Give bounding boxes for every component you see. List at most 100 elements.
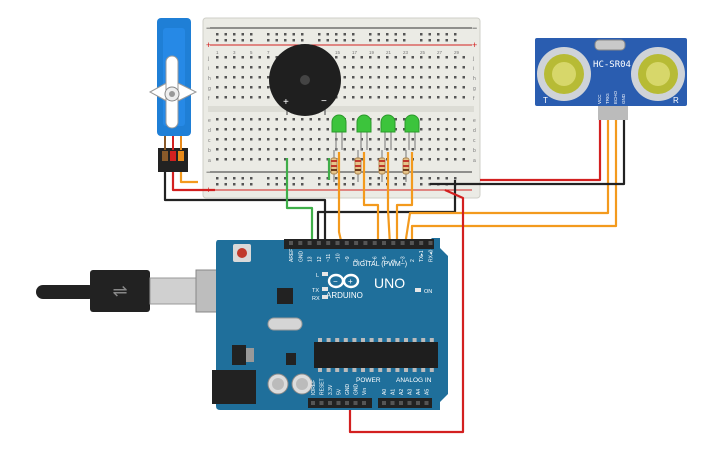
row-letter: d	[208, 128, 211, 134]
digital-pin-label: GND	[298, 251, 304, 263]
analog-pin-label: A3	[408, 389, 414, 395]
digital-pin-label: ~3	[401, 256, 407, 262]
row-letter: g	[473, 86, 476, 92]
header-pin[interactable]	[345, 401, 349, 405]
reset-button[interactable]	[237, 248, 247, 258]
voltage-regulator	[232, 345, 246, 365]
row-letter: e	[473, 118, 476, 124]
green-led	[380, 114, 396, 133]
wire-5v	[348, 188, 465, 434]
sensor-right-mark: R	[673, 96, 679, 105]
column-number: 3	[233, 50, 236, 55]
header-pin[interactable]	[372, 241, 377, 245]
column-number: 7	[267, 50, 270, 55]
row-letter: j	[472, 56, 474, 62]
row-letter: e	[208, 118, 211, 124]
header-pin[interactable]	[428, 241, 433, 245]
arduino-model: UNO	[374, 275, 405, 291]
wire-servo-signal	[179, 172, 198, 184]
digital-pin-label: AREF	[289, 249, 295, 262]
row-letter: a	[208, 158, 211, 164]
header-pin[interactable]	[335, 241, 340, 245]
dc-power-jack	[212, 370, 256, 404]
header-pin[interactable]	[424, 401, 429, 405]
row-letter: f	[208, 96, 210, 102]
header-pin[interactable]	[328, 401, 332, 405]
digital-header-label: DIGITAL (PWM~)	[353, 261, 407, 268]
header-pin[interactable]	[307, 241, 312, 245]
wire-servo-gnd	[163, 172, 327, 245]
usb-icon: ⇌	[112, 281, 127, 301]
svg-text:−: −	[472, 23, 477, 33]
row-letter: b	[208, 148, 211, 154]
header-pin[interactable]	[354, 241, 359, 245]
svg-text:−: −	[206, 23, 211, 33]
sensor-model: HC-SR04	[593, 60, 631, 70]
atmega-chip	[314, 342, 438, 368]
header-pin[interactable]	[407, 401, 412, 405]
servo-motor	[148, 18, 198, 172]
header-pin[interactable]	[319, 401, 324, 405]
row-letter: i	[208, 66, 209, 72]
led-on	[415, 288, 421, 292]
header-pin[interactable]	[390, 401, 395, 405]
sensor-pin-label: VCC	[597, 94, 602, 104]
sensor-pin-label: ECHO	[613, 90, 618, 104]
header-pin[interactable]	[416, 401, 420, 405]
wires	[163, 120, 626, 434]
header-pin[interactable]	[336, 401, 341, 405]
header-pin[interactable]	[391, 241, 396, 245]
header-pin[interactable]	[344, 241, 349, 245]
column-number: 23	[403, 50, 409, 55]
column-number: 25	[420, 50, 426, 55]
digital-pin-label: RX◂0	[429, 250, 435, 262]
led-tx-label: TX	[312, 288, 319, 294]
led-l	[322, 272, 328, 276]
header-pin[interactable]	[419, 241, 424, 245]
header-pin[interactable]	[409, 241, 414, 245]
wire-sensor-trig	[403, 120, 610, 246]
breadboard: − + − + − + jjiihhggffeeddccbbaa13579111…	[202, 17, 481, 199]
row-letter: b	[473, 148, 476, 154]
breadboard-holes	[216, 33, 465, 186]
crystal	[267, 317, 303, 331]
header-pin[interactable]	[363, 241, 368, 245]
digital-pin-label: TX▸1	[419, 250, 425, 262]
wire-sensor-vcc	[480, 120, 602, 182]
header-pin[interactable]	[326, 241, 331, 245]
power-pin-label: GND	[354, 384, 360, 396]
digital-pin-label: 7	[363, 259, 369, 262]
header-pin[interactable]	[400, 241, 405, 245]
row-letter: a	[473, 158, 476, 164]
resistor	[378, 150, 386, 182]
row-letter: c	[473, 138, 476, 144]
svg-text:+: +	[206, 40, 211, 50]
column-number: 19	[369, 50, 375, 55]
header-pin[interactable]	[382, 241, 386, 245]
analog-header-label: ANALOG IN	[396, 377, 432, 384]
resistor-group	[330, 150, 410, 182]
svg-text:+: +	[348, 277, 353, 286]
header-pin[interactable]	[289, 241, 293, 245]
arduino-brand: ARDUINO	[326, 291, 363, 300]
row-letter: g	[208, 86, 211, 92]
column-number: 5	[250, 50, 253, 55]
led-l-label: L	[316, 273, 319, 279]
header-pin[interactable]	[353, 401, 358, 405]
column-number: 1	[216, 50, 219, 55]
header-pin[interactable]	[298, 241, 303, 245]
header-pin[interactable]	[382, 401, 386, 405]
header-pin[interactable]	[311, 401, 315, 405]
header-pin[interactable]	[316, 241, 321, 245]
svg-text:+: +	[472, 40, 477, 50]
header-pin[interactable]	[399, 401, 403, 405]
column-number: 27	[437, 50, 443, 55]
header-pin[interactable]	[362, 401, 366, 405]
wire-sensor-echo	[410, 120, 618, 245]
digital-pin-label: 13	[308, 256, 314, 262]
